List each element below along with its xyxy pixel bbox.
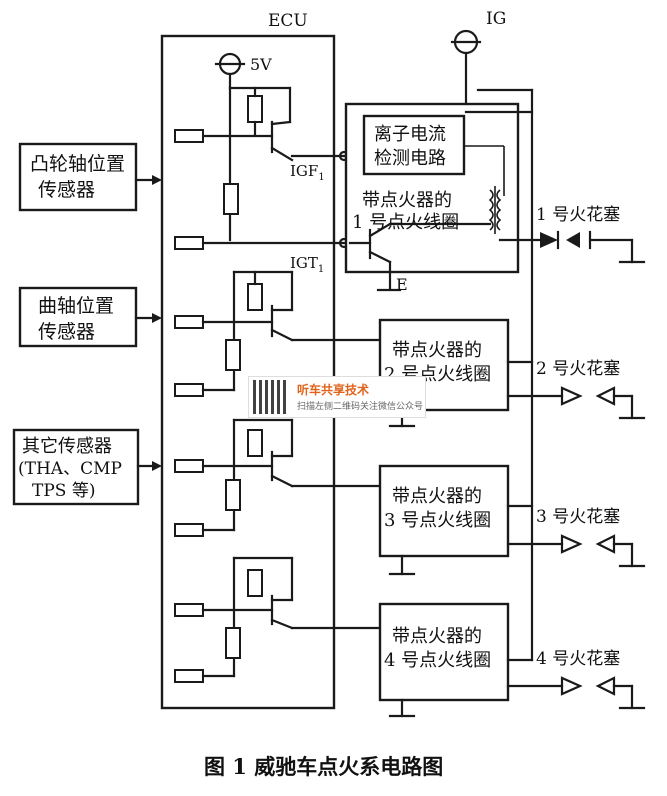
crank-sensor-label-1: 曲轴位置 [38,295,114,317]
coil3-box [378,464,510,558]
ion-detector-box [362,114,466,176]
igf-label: IGF1 [290,162,325,183]
plug4-label: 4 号火花塞 [536,649,620,669]
ion-detector-label-2: 检测电路 [374,148,446,169]
ecu-stage-3 [174,418,382,537]
plug2-symbol [506,386,646,420]
coil1-label-1: 带点火器的 [362,190,452,211]
ecu-stage-1 [174,86,352,250]
coil3-label-2: 3 号点火线圈 [384,510,491,531]
other-sensor-label-3: TPS 等) [32,481,95,501]
cam-sensor-label-1: 凸轮轴位置 [30,153,125,175]
cam-sensor-label-2: 传感器 [38,179,95,201]
other-sensor-box [12,428,140,506]
ecu-stage-2 [174,270,382,397]
igt-label: IGT1 [290,254,324,275]
cam-sensor-box [18,142,138,212]
coil4-label-2: 4 号点火线圈 [384,650,491,671]
plug1-label: 1 号火花塞 [536,205,620,225]
ecu-label: ECU [268,11,308,31]
other-sensor-label-2: (THA、CMP [18,459,122,479]
ion-detector-label-1: 离子电流 [374,124,446,145]
watermark-title: 听车共享技术 [297,383,370,397]
watermark-subtitle: 扫描左侧二维码关注微信公众号 [297,402,424,412]
coil1-label-2: 1 号点火线圈 [352,212,459,233]
plug2-label: 2 号火花塞 [536,359,620,379]
qr-code-icon [253,380,287,414]
other-sensor-label-1: 其它传感器 [22,436,112,457]
ig-label: IG [486,9,506,29]
plug3-symbol [506,534,646,568]
coil4-box [378,602,510,702]
coil2-box [378,318,510,412]
ig-supply-symbol [450,29,482,114]
5v-supply-symbol [214,52,246,90]
coil1-ground-label: E [396,275,408,294]
watermark-banner: 听车共享技术 扫描左侧二维码关注微信公众号 [248,376,426,418]
plug4-symbol [506,676,646,710]
figure-caption: 图 1 威驰车点火系电路图 [204,754,443,779]
crank-sensor-label-2: 传感器 [38,321,95,343]
plug3-label: 3 号火花塞 [536,507,620,527]
ecu-stage-4 [174,556,382,683]
coil4-label-1: 带点火器的 [392,626,482,647]
crank-sensor-box [18,286,138,348]
5v-label: 5V [250,55,272,74]
coil3-label-1: 带点火器的 [392,486,482,507]
coil2-label-1: 带点火器的 [392,340,482,361]
